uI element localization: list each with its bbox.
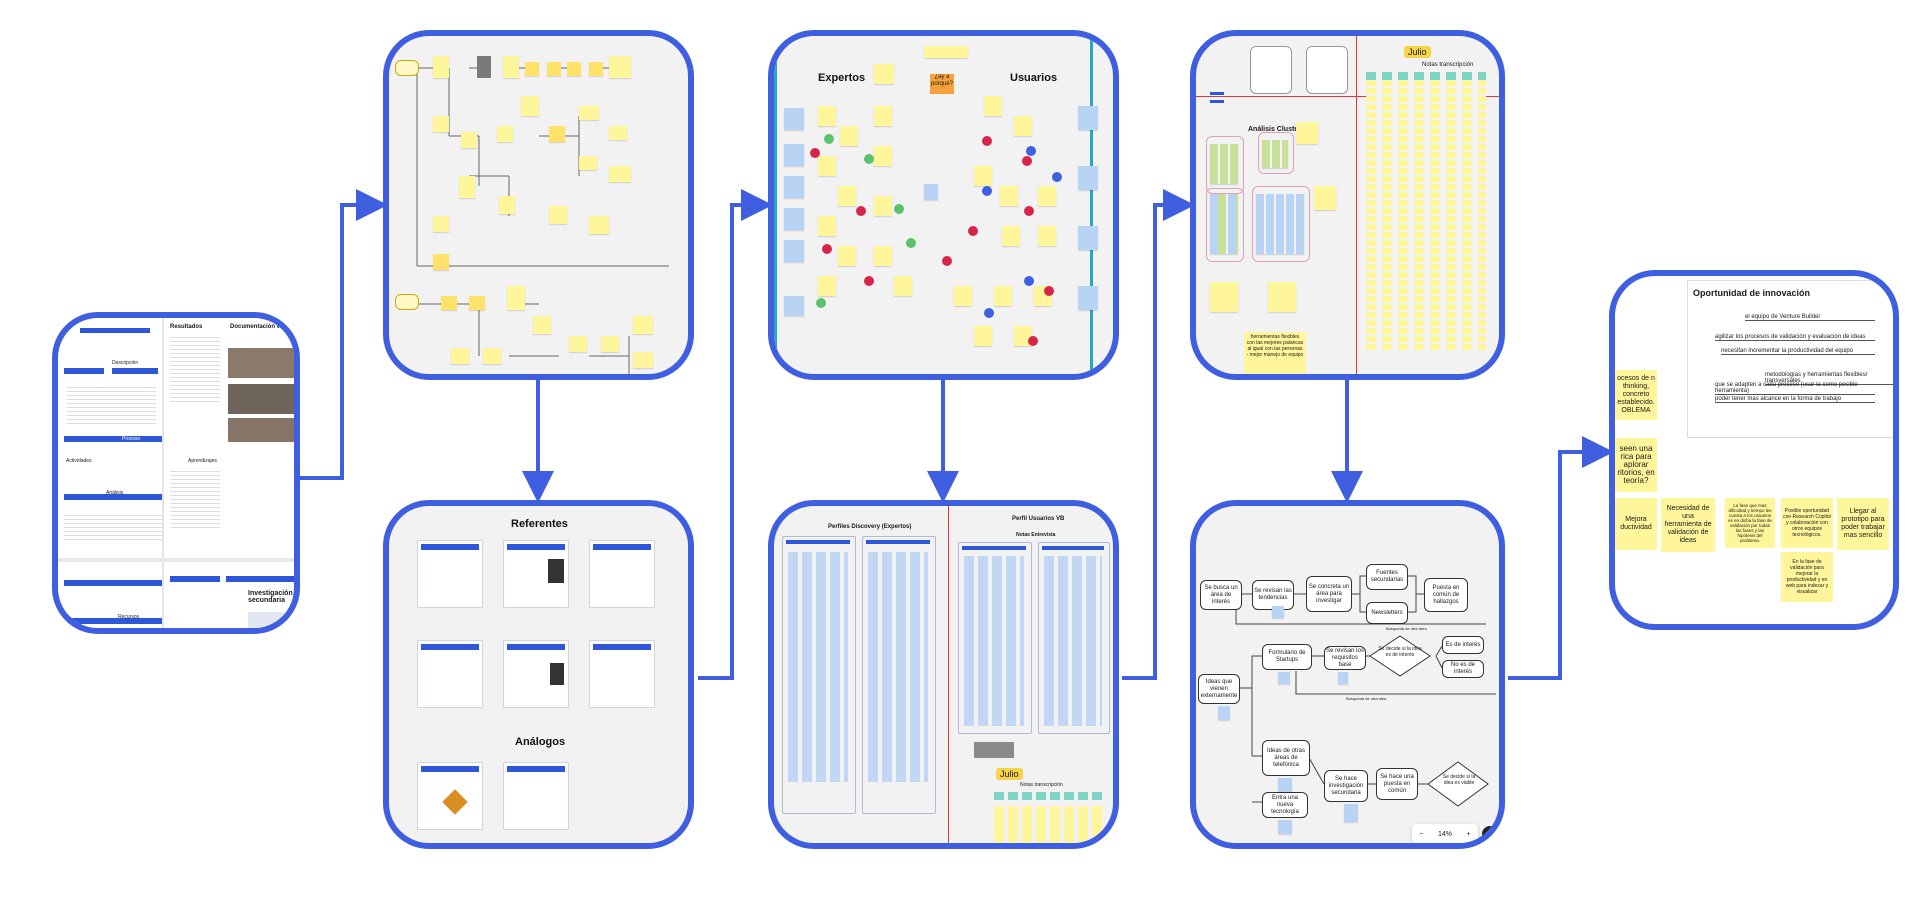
panel-clusters[interactable]: Julio Notas transcripción Análisis Clust…	[1190, 30, 1505, 380]
profiles-experts-title: Perfiles Discovery (Expertos)	[828, 524, 912, 530]
flow-node-10: No es de interés	[1442, 660, 1484, 678]
panel-profiles[interactable]: Perfiles Discovery (Expertos) Perfil Usu…	[768, 500, 1119, 849]
flow-node-16: Entra una nueva tecnología	[1262, 792, 1308, 818]
label-analisis: Análisis	[106, 490, 124, 496]
left-note-1: seen una rica para aplorar ritorios, en …	[1615, 438, 1657, 492]
opportunity-line-3: metodologías y herramientas flexibles/ t…	[1765, 372, 1893, 385]
opportunity-line-5: poder tener mas alcance en la forma de t…	[1715, 396, 1875, 403]
center-orange-note: ¿ay a porqué?	[930, 74, 954, 94]
cluster-bottom-note: herramientas flexibles con las mejores p…	[1244, 332, 1306, 374]
flow-node-4: Newsletters	[1366, 602, 1408, 624]
referents-title: Referentes	[511, 518, 568, 530]
zoom-in-button[interactable]: +	[1466, 830, 1471, 838]
results-header: Resultados	[170, 324, 203, 330]
users-title: Usuarios	[1010, 72, 1058, 84]
panel-process-map[interactable]	[383, 30, 694, 380]
avatar[interactable]	[1482, 826, 1498, 842]
zoom-level: 14%	[1437, 830, 1452, 838]
transcript-label: Notas transcripción	[1422, 62, 1474, 68]
panel-research-documentation[interactable]: Resultados Documentación visual Descripc…	[52, 312, 300, 634]
flow-node-1: Se revisan las tendencias	[1252, 580, 1294, 610]
opportunity-line-1: agilizar los procesos de validación y ev…	[1715, 334, 1875, 341]
flow-node-2: Se concreta un área para investigar	[1306, 576, 1352, 612]
opportunity-line-4: que se adapten a cada proceso (usar ia c…	[1715, 382, 1875, 395]
analogs-title: Análogos	[515, 736, 566, 748]
opportunity-line-2: necesitan incrementar la productividad d…	[1721, 348, 1875, 355]
profiles-transcript-label: Notas transcripción	[1020, 782, 1063, 788]
label-recursos: Recursos	[118, 614, 140, 620]
edge-label-1: Búsqueda de otra idea	[1346, 696, 1387, 701]
experts-title: Expertos	[818, 72, 866, 84]
profiles-user-tag: Julio	[996, 768, 1023, 780]
opportunity-title: Oportunidad de innovación	[1693, 288, 1810, 298]
opportunity-line-0: el equipo de Venture Builder	[1745, 314, 1875, 321]
left-note-2: Mejora ductividad	[1615, 498, 1657, 550]
flow-node-8: Se decide si la idea es de interés	[1378, 646, 1422, 658]
panel-opportunity[interactable]: Oportunidad de innovación el equipo de V…	[1609, 270, 1899, 630]
video-call-photo-3	[228, 418, 294, 442]
video-call-photo-1	[228, 348, 294, 378]
cluster-analysis-title: Análisis Cluster	[1248, 126, 1301, 133]
flow-node-5: Puesta en común de hallazgos	[1424, 578, 1468, 612]
label-actividades: Actividades	[66, 458, 92, 464]
flow-node-14: Se hace una puesta en común	[1376, 768, 1418, 800]
edge-label-0: Búsqueda de otra área	[1386, 626, 1427, 631]
user-tag-julio: Julio	[1404, 46, 1431, 58]
flow-node-7: Se revisan los requisitos base	[1324, 646, 1366, 670]
visual-doc-header: Documentación visual	[230, 324, 294, 330]
flow-node-13: Se hace investigación secundaria	[1324, 770, 1368, 802]
video-call-photo-2	[228, 384, 294, 414]
bottom-note-2: Posible oportunidad con Research Copilot…	[1781, 498, 1833, 548]
bottom-note-4: En la fase de validación para mejorar la…	[1781, 552, 1833, 602]
label-aprendizajes: Aprendizajes	[188, 458, 217, 464]
flow-node-3: Fuentes secundarias	[1366, 564, 1408, 590]
bottom-note-0: Necesidad de una herramienta de validaci…	[1661, 498, 1715, 552]
panel-referents[interactable]: Referentes Análogos	[383, 500, 694, 849]
secondary-research-title: Investigación secundaria	[248, 590, 293, 604]
bottom-note-1: La fase que mas dificultad y tiempo les …	[1725, 498, 1775, 548]
flow-node-0: Se busca un área de interés	[1200, 580, 1242, 610]
flow-node-15: Se decide si la idea es viable	[1442, 774, 1476, 786]
label-descripcion: Descripción	[112, 360, 139, 366]
label-proceso: Proceso	[122, 436, 141, 442]
flow-node-9: Es de interés	[1442, 636, 1484, 654]
panel-process-flow[interactable]: Se busca un área de interés Se revisan l…	[1190, 500, 1505, 849]
flow-node-12: Ideas de otras áreas de telefónica	[1262, 740, 1310, 776]
zoom-out-button[interactable]: −	[1419, 830, 1424, 838]
left-note-0: ocesos de n thinking, concreto estableci…	[1615, 370, 1657, 420]
bottom-note-3: Llegar al prototipo para poder trabajar …	[1837, 498, 1889, 550]
profiles-users-subtitle: Notas Entrevista	[1016, 532, 1056, 538]
panel-experts-users[interactable]: Expertos Usuarios ¿ay a porqué?	[768, 30, 1119, 380]
flow-node-11: Ideas que vienen externamente	[1198, 674, 1240, 704]
flow-node-6: Formulario de Startups	[1262, 644, 1312, 670]
profiles-users-title: Perfil Usuarios VB	[1012, 516, 1065, 522]
